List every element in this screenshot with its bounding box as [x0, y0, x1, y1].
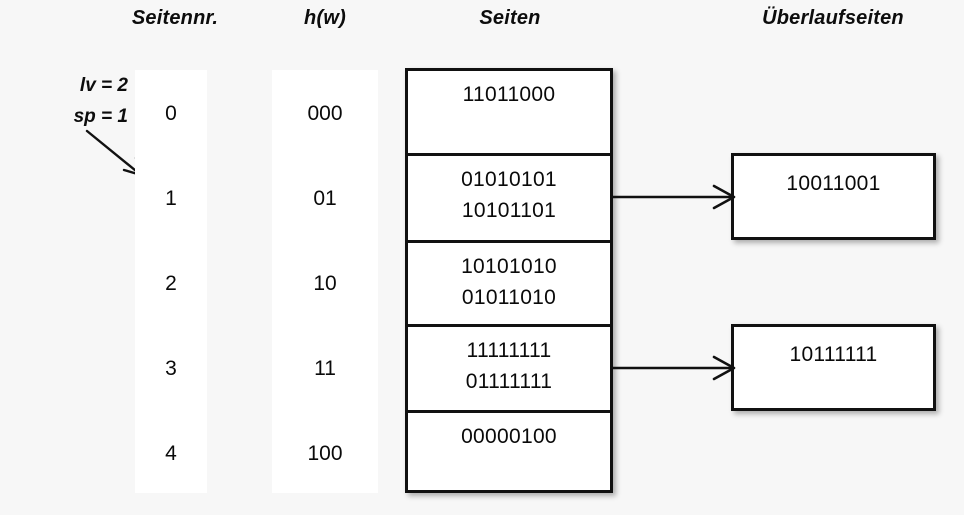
overflow-page-box: 10011001 — [731, 153, 936, 240]
page-entry: 10101101 — [461, 199, 557, 222]
param-sp: sp = 1 — [73, 106, 128, 127]
seitennr-cell: 3 — [165, 357, 177, 380]
column-header-ueberlaufseiten: Überlaufseiten — [762, 7, 904, 29]
seitennr-cell: 2 — [165, 272, 177, 295]
page-row: 00000100 — [408, 413, 610, 496]
page-entry: 00000100 — [461, 425, 557, 448]
page-entry: 01011010 — [461, 286, 557, 309]
page-entry: 11011000 — [462, 83, 556, 106]
overflow-entry: 10111111 — [789, 343, 878, 366]
arrow-right-icon — [610, 355, 736, 381]
column-header-seiten: Seiten — [479, 7, 541, 29]
hw-column-panel: 000 01 10 11 100 — [272, 70, 378, 493]
page-row: 10101010 01011010 — [408, 243, 610, 327]
page-entry: 10101010 — [461, 255, 557, 278]
seitennr-cell: 4 — [165, 442, 177, 465]
pages-table: 11011000 01010101 10101101 10101010 01011010… — [405, 68, 613, 493]
page-row: 01010101 10101101 — [408, 156, 610, 243]
seitennr-cell: 0 — [165, 102, 177, 125]
hw-cell: 01 — [313, 187, 337, 210]
page-row: 11011000 — [408, 71, 610, 156]
page-entry: 01111111 — [465, 370, 553, 393]
arrow-right-icon — [610, 184, 736, 210]
seitennr-column-panel: 0 1 2 3 4 — [135, 70, 207, 493]
hw-cell: 11 — [314, 357, 336, 380]
overflow-entry: 10011001 — [786, 172, 881, 195]
page-row: 11111111 01111111 — [408, 327, 610, 413]
page-entry: 11111111 — [466, 339, 552, 362]
hw-cell: 10 — [313, 272, 337, 295]
column-header-seitennr: Seitennr. — [131, 7, 219, 29]
hw-cell: 100 — [307, 442, 343, 465]
hw-cell: 000 — [307, 102, 343, 125]
page-entry: 01010101 — [461, 168, 557, 191]
overflow-page-box: 10111111 — [731, 324, 936, 411]
seitennr-cell: 1 — [165, 187, 177, 210]
column-header-hw: h(w) — [304, 7, 346, 29]
param-lv: lv = 2 — [79, 75, 128, 96]
hash-parameters: lv = 2 sp = 1 — [8, 70, 128, 132]
